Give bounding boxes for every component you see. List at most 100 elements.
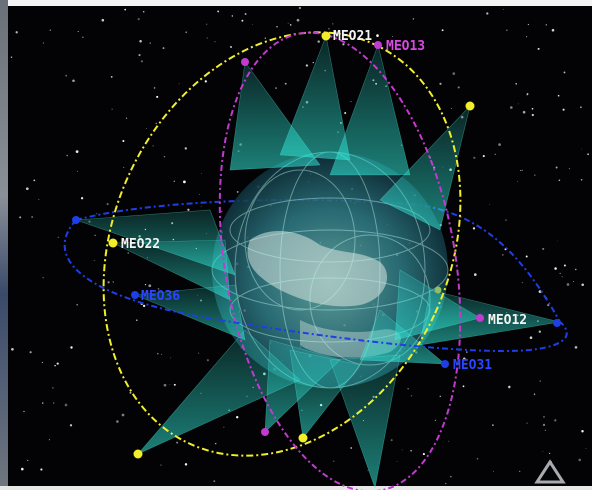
star xyxy=(156,95,159,98)
star xyxy=(296,18,300,22)
star xyxy=(585,448,587,449)
star xyxy=(184,147,187,150)
star xyxy=(391,36,393,37)
star xyxy=(40,468,43,471)
coverage-beams xyxy=(75,34,561,490)
star xyxy=(252,24,253,26)
star xyxy=(563,264,566,267)
star xyxy=(66,154,68,157)
star xyxy=(563,71,566,74)
star xyxy=(284,82,287,85)
star xyxy=(522,110,526,114)
star xyxy=(76,303,78,306)
star xyxy=(157,352,159,355)
star xyxy=(201,173,202,174)
star xyxy=(70,346,73,349)
star xyxy=(520,170,522,171)
star xyxy=(264,37,266,39)
star xyxy=(148,284,152,288)
star xyxy=(220,210,223,213)
star xyxy=(399,44,402,47)
beam-bottom-right xyxy=(329,354,401,490)
sat-bottom-mid-dot xyxy=(261,428,269,436)
star xyxy=(42,277,44,279)
star xyxy=(452,72,456,75)
star xyxy=(173,180,175,182)
star xyxy=(42,42,45,44)
star xyxy=(21,467,24,471)
beam-meo31 xyxy=(359,309,446,365)
star xyxy=(466,351,468,353)
star xyxy=(312,61,314,64)
star xyxy=(153,87,156,89)
star xyxy=(539,380,541,382)
label-meo13: MEO13 xyxy=(386,39,425,54)
beam-top-left xyxy=(229,61,321,171)
star xyxy=(142,304,146,308)
star xyxy=(506,29,508,31)
star xyxy=(350,447,353,449)
star xyxy=(538,290,542,293)
star xyxy=(396,461,398,462)
star xyxy=(94,234,96,237)
star xyxy=(54,364,56,367)
star xyxy=(48,439,50,441)
star xyxy=(69,424,73,427)
top-border xyxy=(0,0,592,6)
star xyxy=(534,174,536,176)
star xyxy=(137,17,140,21)
left-border-strip xyxy=(0,0,8,490)
star xyxy=(80,197,84,200)
star xyxy=(287,22,289,24)
star xyxy=(107,281,110,284)
sat-earth-right-dot xyxy=(434,286,442,294)
star xyxy=(52,387,54,389)
sat-bottom-right-dot xyxy=(298,433,308,443)
star xyxy=(201,206,202,208)
star xyxy=(482,155,485,158)
sat-meo36-dot xyxy=(131,291,139,299)
star xyxy=(494,153,496,155)
star xyxy=(545,24,548,26)
star xyxy=(554,267,557,270)
star xyxy=(236,416,239,419)
star xyxy=(65,74,68,77)
star xyxy=(206,359,209,362)
star xyxy=(473,156,476,159)
star xyxy=(401,449,403,451)
star xyxy=(515,82,518,85)
star xyxy=(521,282,523,284)
star xyxy=(410,395,413,397)
star xyxy=(155,122,157,125)
star xyxy=(298,6,301,10)
star xyxy=(548,452,551,455)
star xyxy=(581,148,583,150)
star xyxy=(439,395,442,398)
beam-meo13-a xyxy=(329,43,411,176)
star xyxy=(505,219,507,221)
star xyxy=(236,190,239,193)
star xyxy=(223,426,225,428)
star xyxy=(93,259,95,261)
star xyxy=(53,402,55,404)
star xyxy=(559,272,561,274)
star xyxy=(521,169,524,172)
star xyxy=(450,475,452,478)
star xyxy=(561,276,563,278)
star xyxy=(31,216,33,218)
star xyxy=(538,330,541,333)
star xyxy=(350,101,352,103)
star xyxy=(332,23,334,25)
star xyxy=(129,391,132,394)
star xyxy=(527,23,530,26)
star xyxy=(275,87,278,90)
beam-top-right xyxy=(379,104,471,231)
star xyxy=(473,273,477,276)
star xyxy=(531,108,534,110)
star xyxy=(578,458,582,462)
star xyxy=(509,106,513,109)
star xyxy=(163,155,166,158)
star xyxy=(244,13,247,15)
star xyxy=(580,179,583,181)
star xyxy=(206,23,208,25)
